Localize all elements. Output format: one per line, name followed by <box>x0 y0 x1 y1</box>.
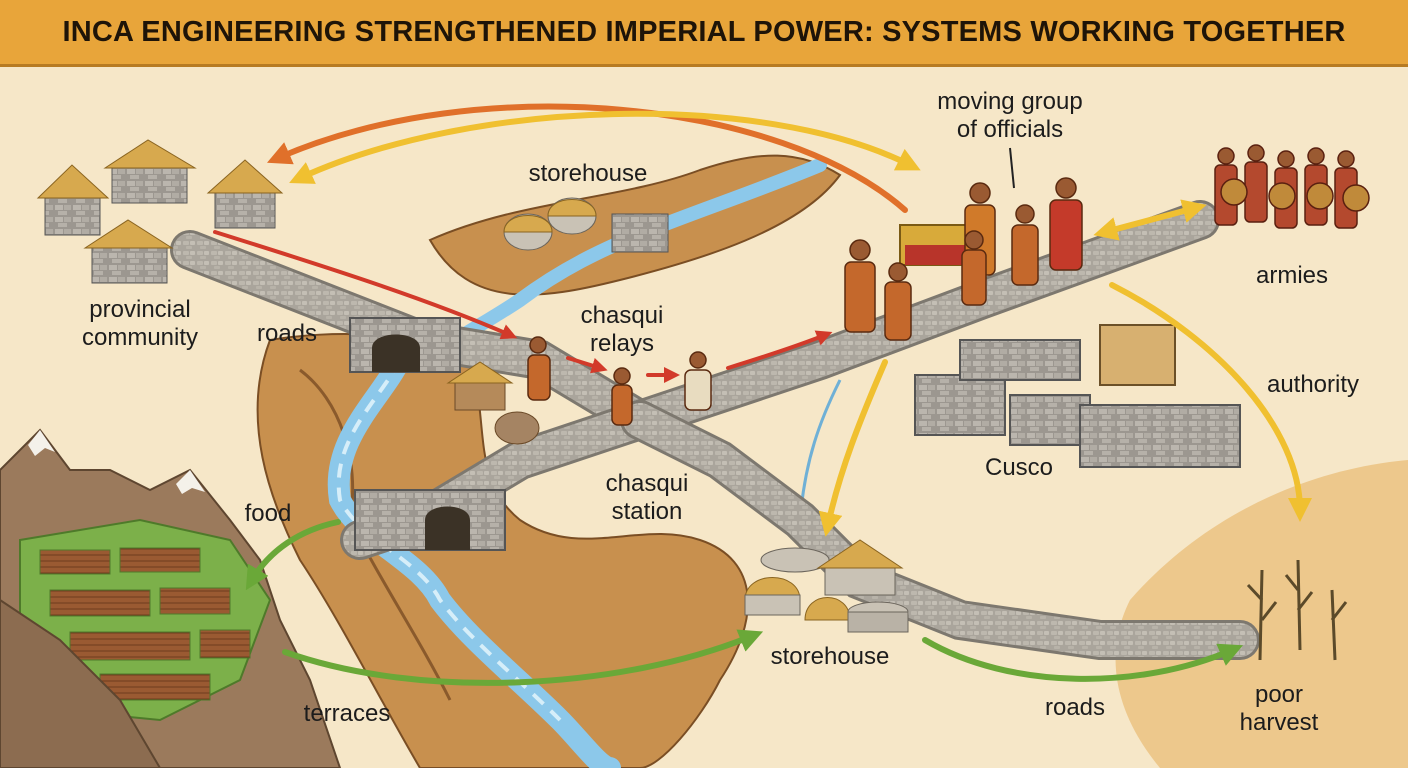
terrace-field <box>99 673 211 701</box>
label-line: chasqui <box>580 302 664 329</box>
snow-caps <box>28 430 205 494</box>
title-banner: INCA ENGINEERING STRENGTHENED IMPERIAL P… <box>0 0 1408 67</box>
arrow-relay-to-officials <box>726 330 833 370</box>
label-roads-bottom: roads <box>1045 694 1105 722</box>
label-line: roads <box>256 320 318 347</box>
cusco-ruins <box>914 324 1241 468</box>
label-armies: armies <box>1256 262 1328 290</box>
label-line: terraces <box>303 700 391 727</box>
terrace-field <box>49 589 151 617</box>
label-line: storehouse <box>528 160 648 187</box>
terrace-field <box>69 631 191 661</box>
label-storehouse-bottom: storehouse <box>771 643 890 671</box>
officials-procession <box>844 177 1083 341</box>
label-poor-harvest: poor harvest <box>1240 681 1319 737</box>
upper-river <box>433 158 827 357</box>
label-line: moving group <box>937 88 1083 115</box>
label-line: armies <box>1255 262 1329 289</box>
label-line: harvest <box>1239 709 1319 736</box>
label-line: chasqui <box>605 470 689 497</box>
upper-bridge <box>349 317 461 373</box>
storehouse-lower <box>744 539 909 633</box>
provincial-village <box>36 139 284 284</box>
road-northwest-surface <box>173 233 657 437</box>
arrow-officials-to-storehouse <box>818 359 888 537</box>
label-chasqui-station: chasqui station <box>606 470 689 526</box>
arrow-officials-armies <box>1093 199 1207 241</box>
label-line: storehouse <box>770 643 890 670</box>
label-line: roads <box>1044 694 1106 721</box>
label-line: Cusco <box>984 454 1054 481</box>
label-line: of officials <box>956 116 1064 143</box>
label-terraces: terraces <box>304 700 391 728</box>
label-line: provincial <box>89 296 191 323</box>
terrace-field <box>199 629 251 659</box>
terrace-field <box>119 547 201 573</box>
arrow-authority <box>1109 282 1312 522</box>
arrow-relay-1 <box>566 356 608 374</box>
arrow-storehouse-to-harvest <box>922 637 1244 682</box>
poor-harvest-crops <box>1246 559 1348 661</box>
label-roads-left: roads <box>257 320 317 348</box>
label-storehouse-top: storehouse <box>529 160 648 188</box>
illustrated-map <box>0 103 1408 768</box>
label-line: authority <box>1266 371 1360 398</box>
label-cusco: Cusco <box>985 454 1053 482</box>
lower-mountain <box>0 598 162 768</box>
army-soldiers <box>1214 144 1370 229</box>
label-authority: authority <box>1267 371 1359 399</box>
terrace-field <box>39 549 111 575</box>
label-line: food <box>244 500 292 527</box>
label-chasqui-relays: chasqui relays <box>581 302 664 358</box>
label-moving-group: moving group of officials <box>937 88 1082 144</box>
terrace-field <box>159 587 231 615</box>
label-line: poor <box>1254 681 1304 708</box>
arrow-food <box>245 519 341 591</box>
label-line: relays <box>589 330 655 357</box>
relay-hut <box>446 361 540 445</box>
pointer-moving-group <box>1009 147 1015 189</box>
label-food: food <box>245 500 292 528</box>
label-provincial-community: provincial community <box>82 296 198 352</box>
arrow-village-to-officials <box>289 110 921 184</box>
chasqui-runners <box>527 336 712 426</box>
label-line: community <box>81 324 199 351</box>
label-line: station <box>611 498 683 525</box>
lower-bridge <box>354 489 506 551</box>
arrow-village-to-relays <box>213 230 518 340</box>
arrow-terraces-to-storehouse <box>282 629 764 686</box>
storehouse-upper <box>503 197 669 253</box>
diagram-title: INCA ENGINEERING STRENGTHENED IMPERIAL P… <box>62 15 1346 48</box>
